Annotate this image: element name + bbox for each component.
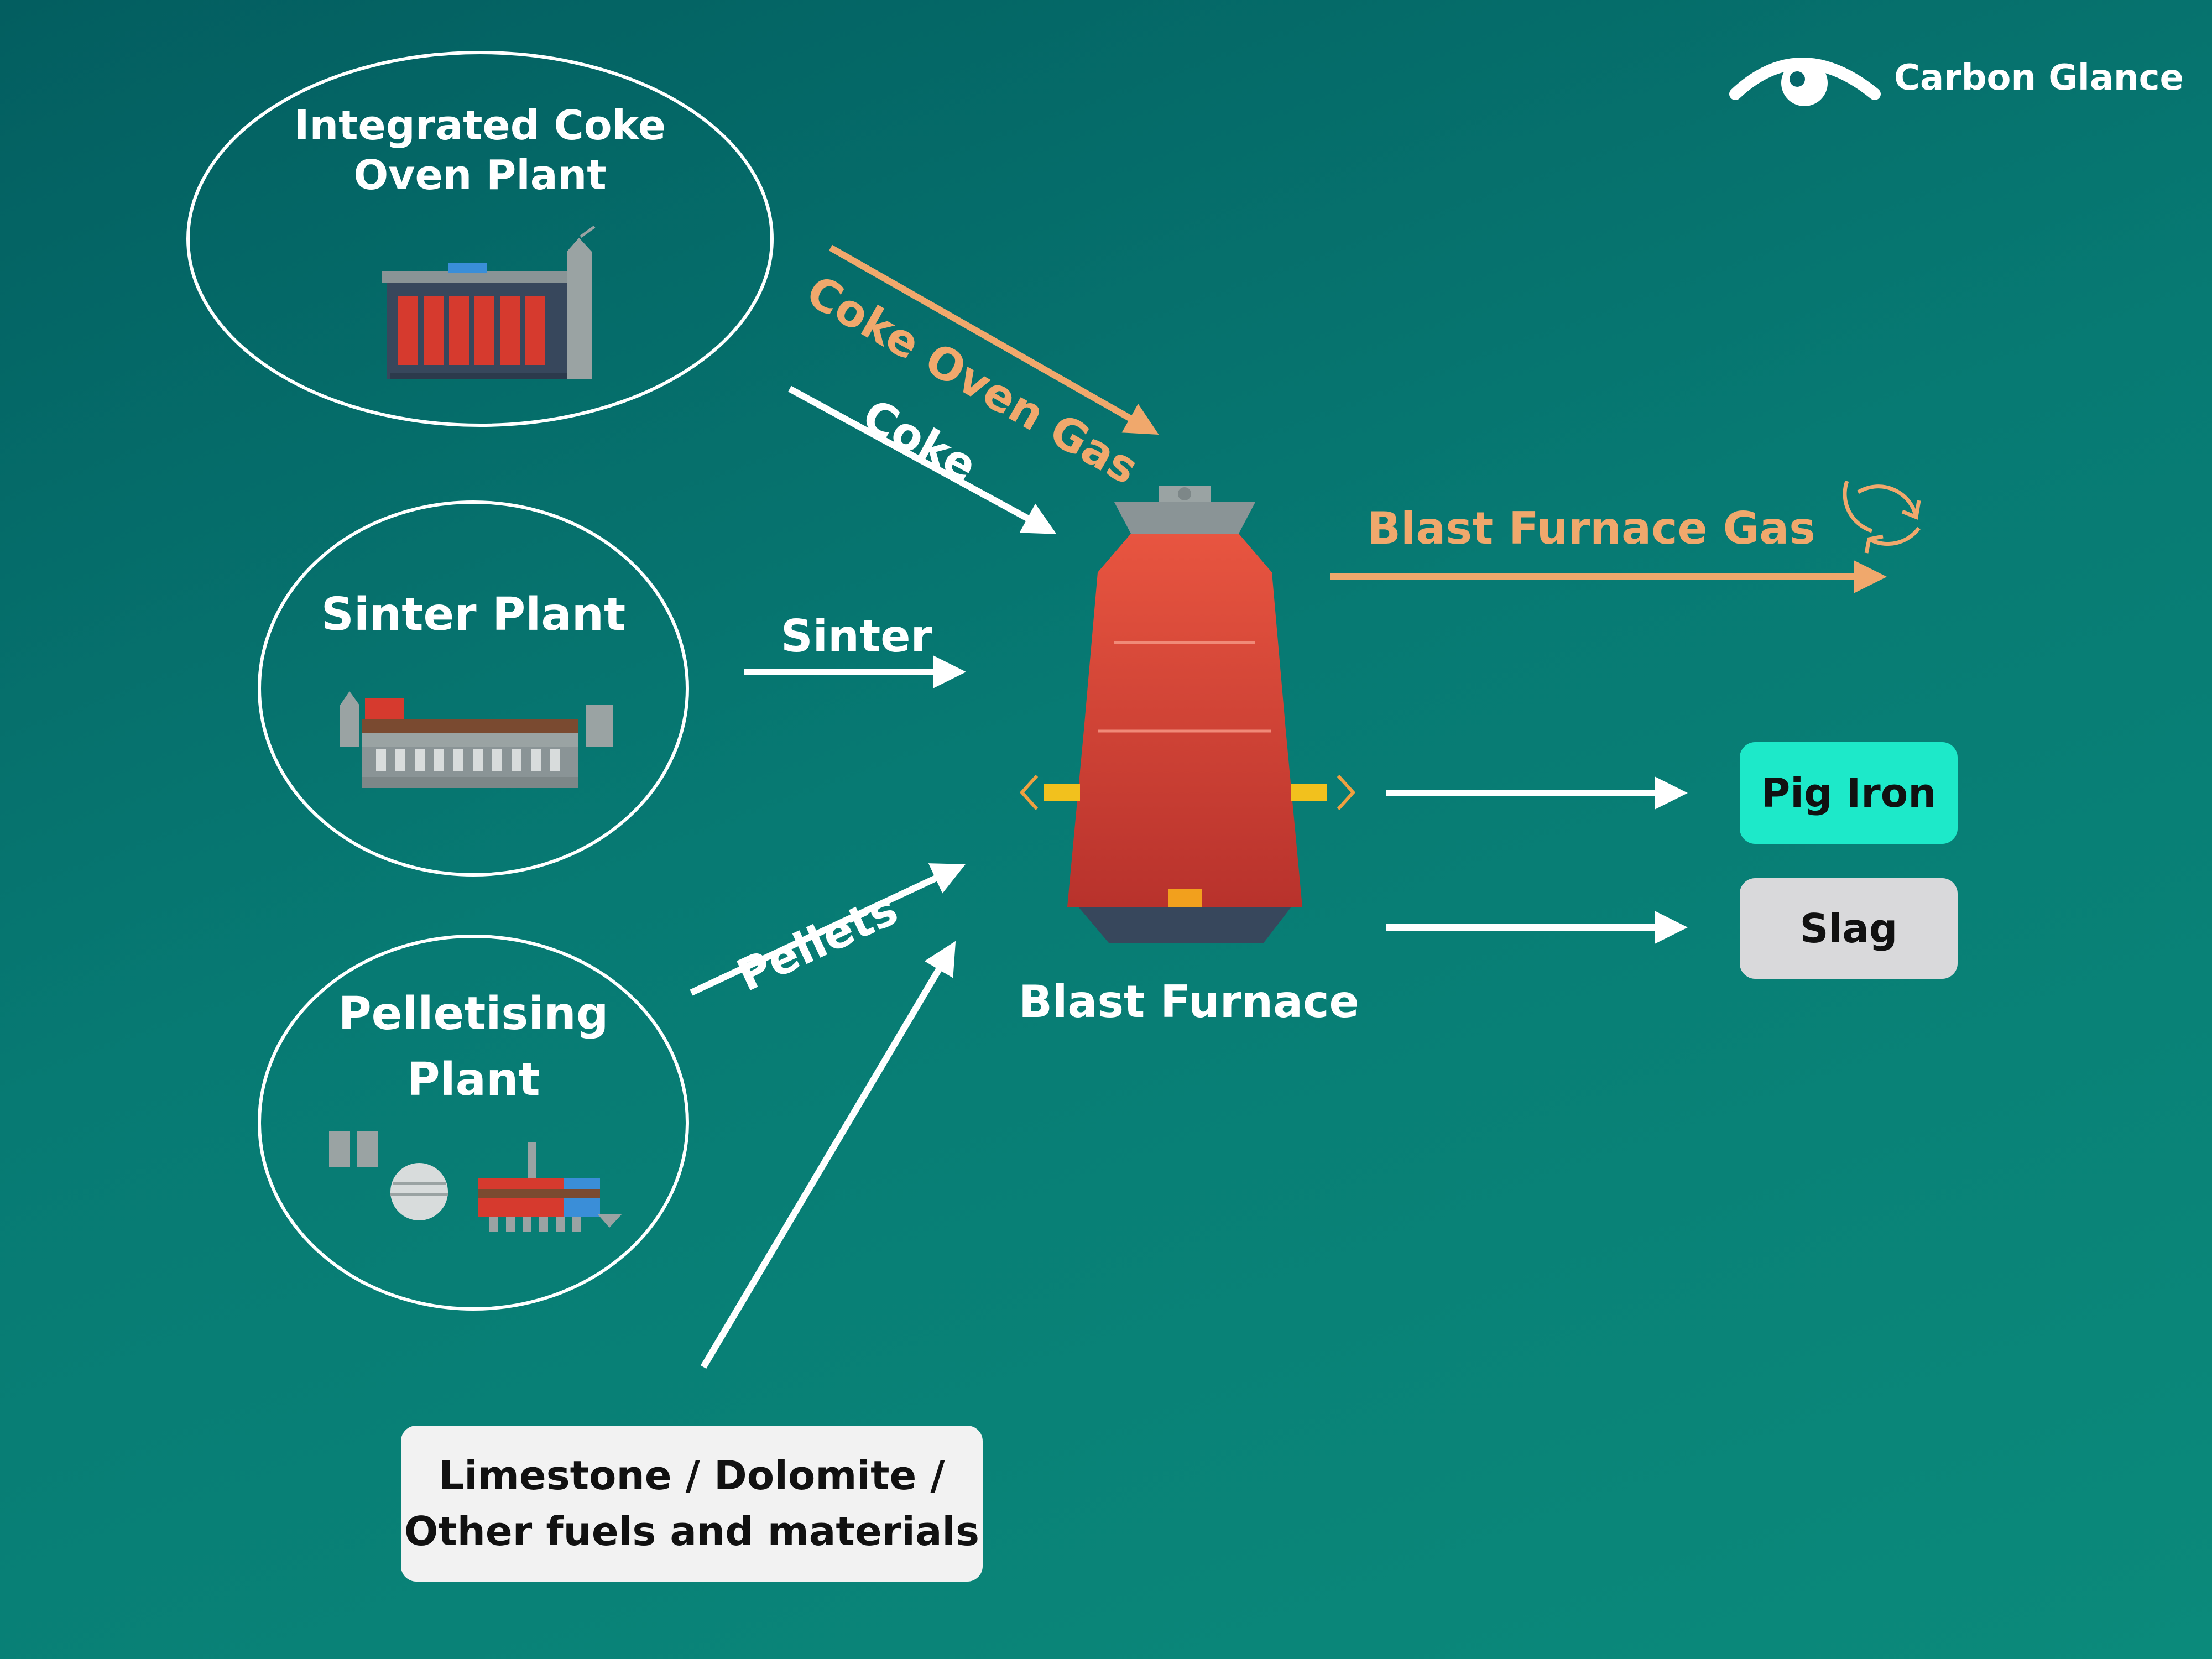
coke-oven-icon <box>382 225 596 379</box>
coke-arrow <box>788 385 1057 534</box>
coke-oven-gas-arrow <box>829 244 1159 435</box>
pelletising-plant-outline <box>258 935 689 1311</box>
materials-line2: Other fuels and materials <box>404 1508 979 1554</box>
recycle-icon <box>1843 480 1921 554</box>
sinter-plant-icon <box>340 691 613 788</box>
pelletising-plant-title-line1: Pelletising <box>338 988 609 1040</box>
pelletising-plant-title-line2: Plant <box>406 1053 540 1106</box>
slag-box: Slag <box>1740 878 1958 979</box>
blast-furnace-label: Blast Furnace <box>1019 976 1359 1027</box>
sinter-label: Sinter <box>781 611 932 662</box>
blast-furnace-icon <box>1019 486 1356 943</box>
materials-box: Limestone / Dolomite / Other fuels and m… <box>401 1426 983 1582</box>
pig-iron-box: Pig Iron <box>1740 742 1958 844</box>
coke-oven-plant-title-line1: Integrated Coke <box>294 102 666 149</box>
materials-line1: Limestone / Dolomite / <box>439 1452 945 1499</box>
blast-furnace-gas-label: Blast Furnace Gas <box>1367 503 1815 554</box>
coke-oven-plant-outline <box>186 51 774 427</box>
sinter-plant-title: Sinter Plant <box>321 588 626 641</box>
coke-oven-plant-title-line2: Oven Plant <box>353 152 607 200</box>
pelletising-plant-title: Pelletising Plant <box>252 982 695 1113</box>
pellets-arrow <box>690 863 966 996</box>
pelletising-plant-icon <box>329 1131 622 1232</box>
coke-oven-plant-title: Integrated Coke Oven Plant <box>259 101 701 201</box>
brand-name: Carbon Glance <box>1894 58 2184 98</box>
eye-icon <box>1729 58 1881 106</box>
sinter-plant-outline <box>258 500 689 877</box>
materials-arrow <box>700 941 956 1369</box>
